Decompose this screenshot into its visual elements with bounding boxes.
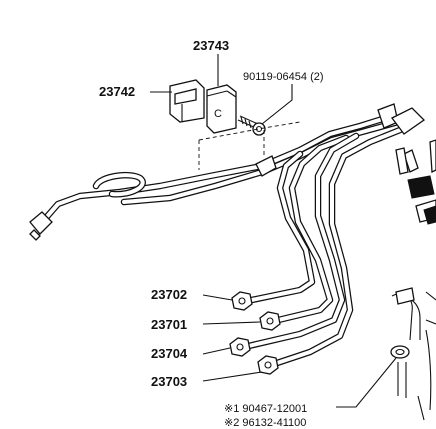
clamp-mark: C: [214, 108, 222, 120]
injection-pump-fittings: [391, 107, 436, 225]
label-note-1: ※1 90467-12001: [224, 403, 307, 415]
pipe-end-connector-left: [29, 211, 53, 241]
union-nut-23701: [259, 311, 281, 331]
assembly-guide-lines: [198, 121, 301, 170]
label-23742: 23742: [99, 84, 135, 99]
union-nut-23703: [257, 355, 279, 375]
return-hose-fitting: [390, 287, 436, 421]
leader-lines: [150, 54, 397, 408]
label-bolt: 90119-06454 (2): [243, 71, 324, 83]
label-23701: 23701: [151, 317, 187, 332]
label-23743: 23743: [193, 38, 229, 53]
union-nut-23704: [229, 337, 251, 357]
label-23703: 23703: [151, 374, 187, 389]
label-23702: 23702: [151, 287, 187, 302]
pipe-clamp-23743: C: [206, 84, 237, 134]
pipe-clamp-23742: [169, 79, 205, 123]
union-nut-23702: [231, 291, 253, 311]
label-23704: 23704: [151, 346, 188, 361]
label-note-2: ※2 96132-41100: [224, 417, 306, 429]
part-labels: 23743 23742 90119-06454 (2) 23702 23701 …: [99, 38, 324, 429]
injection-pipes: [40, 103, 404, 370]
